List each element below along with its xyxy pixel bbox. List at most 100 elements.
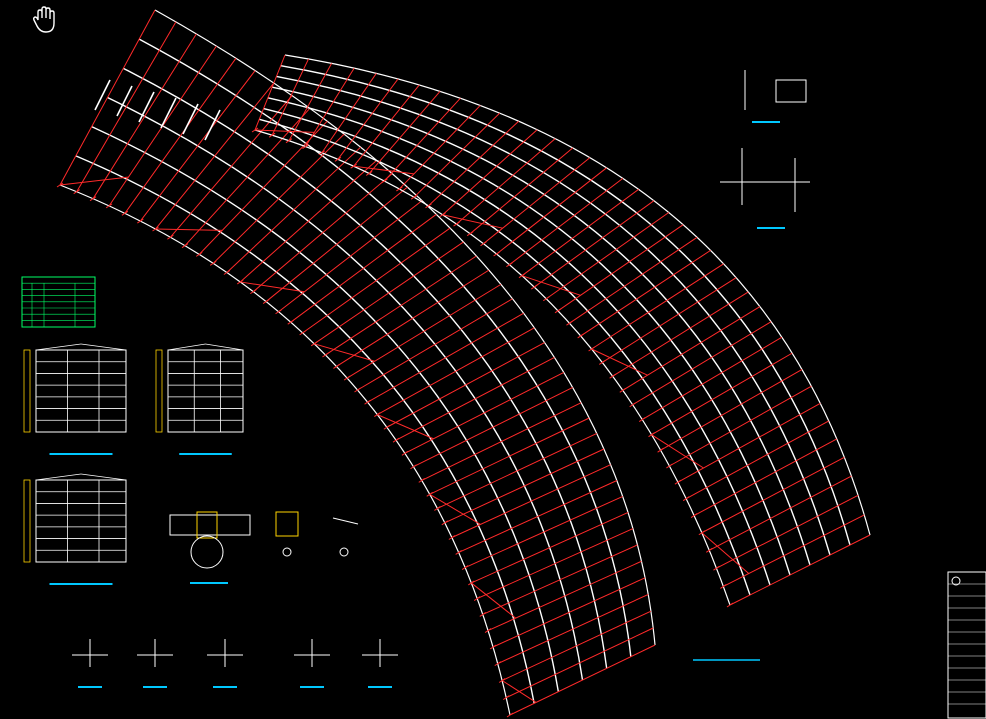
rafter-tick <box>381 178 388 184</box>
material-table <box>21 276 96 328</box>
rafter-line <box>482 544 638 615</box>
rafter-line <box>492 577 646 648</box>
rafter-line <box>669 385 812 467</box>
rafter-line <box>509 177 624 266</box>
rafter-line <box>155 82 275 230</box>
rafter-line <box>357 298 513 391</box>
rafter-line <box>59 9 156 186</box>
rafter-line <box>729 534 871 606</box>
rafter-line <box>384 97 461 182</box>
rafter-line <box>641 336 783 420</box>
rafter-tick <box>343 375 351 381</box>
rafter-tick <box>690 513 698 518</box>
title-block-frame <box>947 571 986 719</box>
brace-line <box>314 343 375 362</box>
purlin-section <box>775 79 807 103</box>
rafter-line <box>701 456 845 534</box>
brace-line <box>429 493 481 525</box>
rafter-line <box>632 321 772 406</box>
dimension-marks <box>23 349 31 433</box>
bottom-detail <box>72 639 108 688</box>
rafter-tick <box>506 712 514 718</box>
rafter-tick <box>506 262 513 268</box>
rafter-tick <box>299 330 306 336</box>
detail-roofline <box>205 343 244 351</box>
rafter-line <box>321 73 377 154</box>
brace-line <box>155 228 223 231</box>
bottom-detail <box>207 639 243 688</box>
rafter-tick <box>657 447 664 453</box>
rafter-tick <box>392 437 400 443</box>
rafter-tick <box>250 289 257 295</box>
rafter-line <box>622 306 761 391</box>
rafter-line <box>509 644 656 716</box>
rafter-line <box>395 356 555 441</box>
rafter-tick <box>530 284 538 290</box>
rafter-line <box>226 146 361 273</box>
rafter-line <box>709 475 852 551</box>
rafter-line <box>580 249 711 337</box>
rafter-tick <box>484 628 492 634</box>
rafter-tick <box>720 584 727 589</box>
pipe-section <box>190 535 224 569</box>
rafter-tick <box>121 210 129 216</box>
wall-elevation-detail-2 <box>155 343 244 455</box>
rafter-line <box>368 91 441 174</box>
gable-elevation-detail <box>23 473 127 585</box>
bottom-detail <box>294 639 330 688</box>
rafter-tick <box>598 360 606 365</box>
rafter-tick <box>354 387 361 393</box>
detail-frame <box>35 349 127 433</box>
rafter-tick <box>479 612 487 617</box>
brace-line <box>240 281 305 293</box>
rafter-tick <box>455 549 462 555</box>
rafter-tick <box>268 132 276 138</box>
rafter-tick <box>318 150 326 156</box>
rafter-line <box>92 33 197 199</box>
rafter-tick <box>105 203 113 209</box>
rafter-tick <box>401 450 409 456</box>
rafter-line <box>677 402 821 483</box>
rafter-line <box>505 627 654 699</box>
rafter-tick <box>383 424 391 430</box>
rafter-line <box>569 236 698 324</box>
rafter-tick <box>489 644 497 650</box>
rafter-line <box>429 417 590 495</box>
rafter-line <box>469 147 574 235</box>
rafter-tick <box>542 296 550 302</box>
brace-line <box>59 176 129 186</box>
rafter-line <box>456 138 556 225</box>
rafter-tick <box>494 661 502 667</box>
title-block <box>947 571 986 719</box>
rafter-line <box>477 528 634 600</box>
dimension-marks <box>155 349 163 433</box>
rafter-line <box>421 402 582 481</box>
rafter-tick <box>448 535 456 540</box>
rafter-tick <box>333 363 340 369</box>
rafter-tick <box>410 464 417 470</box>
brace-line <box>254 129 315 133</box>
company-logo-icon <box>951 576 961 586</box>
rafter-line <box>497 593 649 665</box>
bottom-detail <box>137 639 173 688</box>
rafter-line <box>336 269 490 367</box>
rafter-tick <box>410 194 418 200</box>
highlight-line <box>116 85 133 117</box>
brace-line <box>501 680 537 703</box>
rafter-line <box>442 129 538 216</box>
rafter-tick <box>453 221 460 227</box>
detail-drawings <box>21 70 810 688</box>
rafter-line <box>265 186 408 302</box>
brace-line <box>471 582 516 619</box>
highlight-line <box>160 97 177 129</box>
rafter-tick <box>577 333 584 339</box>
rafter-line <box>444 448 605 524</box>
detail-roofline <box>35 473 82 481</box>
rafter-line <box>254 54 286 131</box>
section-marker <box>339 547 349 557</box>
detail-roofline <box>35 343 82 351</box>
rafter-tick <box>666 463 673 469</box>
rafter-tick <box>275 309 282 315</box>
rafter-line <box>305 67 355 147</box>
